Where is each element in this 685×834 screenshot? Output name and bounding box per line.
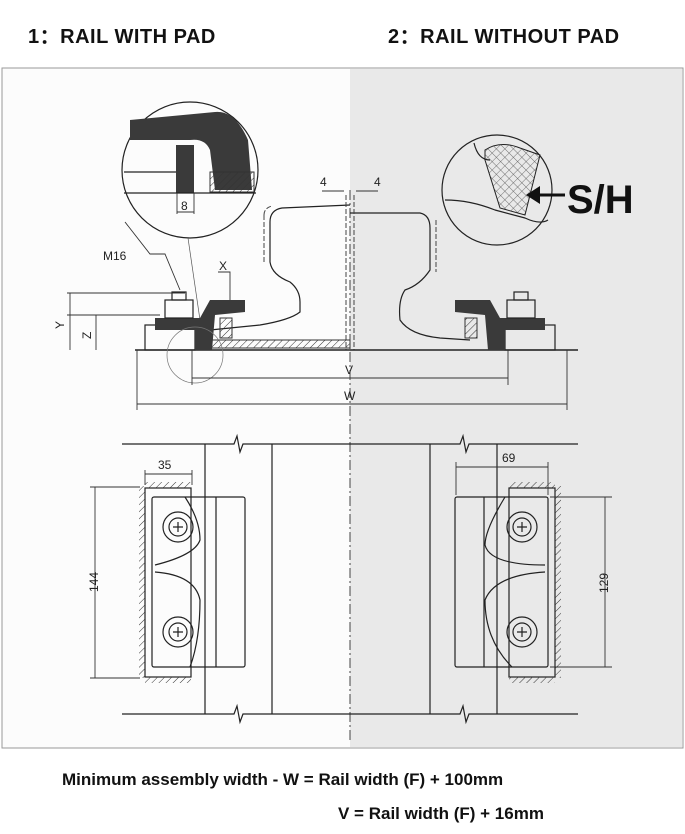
w-label: W: [344, 389, 356, 403]
dim-label-129: 129: [597, 573, 611, 593]
z-label: Z: [80, 332, 94, 339]
v-label: V: [345, 363, 353, 377]
bolt-label-m16: M16: [103, 249, 127, 263]
dim-label-8: 8: [181, 199, 188, 213]
v-w-dimensions: V W: [136, 350, 568, 410]
title-rail-with-pad: 1：RAIL WITH PAD: [28, 26, 216, 48]
right-clip-assembly: [455, 291, 556, 351]
dim-label-35: 35: [158, 458, 172, 472]
sh-detail-circle: S/H: [441, 134, 634, 246]
sh-label: S/H: [567, 178, 634, 222]
gap-label-left: 4: [320, 175, 327, 189]
pad-detail-circle: 8: [121, 101, 259, 321]
y-label: Y: [53, 321, 67, 329]
left-plan-clip: 35 144: [87, 458, 246, 683]
right-plan-clip: 69 129: [454, 451, 612, 683]
x-label: X: [219, 259, 227, 273]
dim-label-144: 144: [87, 572, 101, 592]
bolt-icon: [162, 511, 194, 543]
bolt-icon: [162, 616, 194, 648]
footer-min-width-formula: Minimum assembly width - W = Rail width …: [62, 770, 504, 789]
dim-label-69: 69: [502, 451, 516, 465]
plan-view: [122, 433, 578, 725]
left-clip-assembly: M16 X Y Z: [53, 221, 245, 384]
rail-pad: [209, 339, 351, 349]
title-rail-without-pad: 2：RAIL WITHOUT PAD: [388, 26, 620, 48]
footer-v-formula: V = Rail width (F) + 16mm: [338, 804, 544, 823]
bolt-icon: [506, 511, 538, 543]
bolt-icon: [506, 616, 538, 648]
gap-label-right: 4: [374, 175, 381, 189]
